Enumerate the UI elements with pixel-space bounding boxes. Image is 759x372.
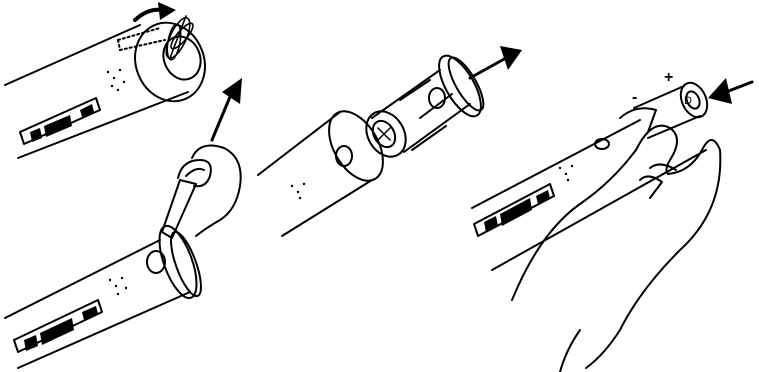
negative-sign: - (632, 89, 637, 106)
battery-type-label: D (684, 95, 692, 107)
tube-speckle (291, 183, 305, 199)
panel-1-bottom-tube (5, 146, 241, 368)
panel-3: D - + (472, 69, 752, 372)
tube-speckle (109, 277, 127, 295)
opening-tool (162, 146, 241, 238)
tube-speckle (107, 69, 125, 91)
panel-1-top-tube (5, 2, 217, 158)
tube-label-strip (474, 184, 554, 236)
end-cap (358, 50, 489, 164)
tube-speckle (559, 165, 573, 181)
tube-segment (258, 102, 394, 236)
battery: D - + (632, 69, 712, 138)
tube-label-strip (20, 98, 100, 144)
pull-arrow-icon (470, 46, 522, 78)
hand (512, 108, 720, 372)
tube-hole (336, 146, 352, 166)
insert-arrow-icon (708, 78, 752, 104)
panel-2 (258, 46, 522, 236)
tube-body (472, 120, 706, 270)
positive-sign: + (664, 69, 673, 86)
rotate-arrow-icon (135, 2, 176, 20)
pull-arrow-icon (212, 78, 242, 140)
